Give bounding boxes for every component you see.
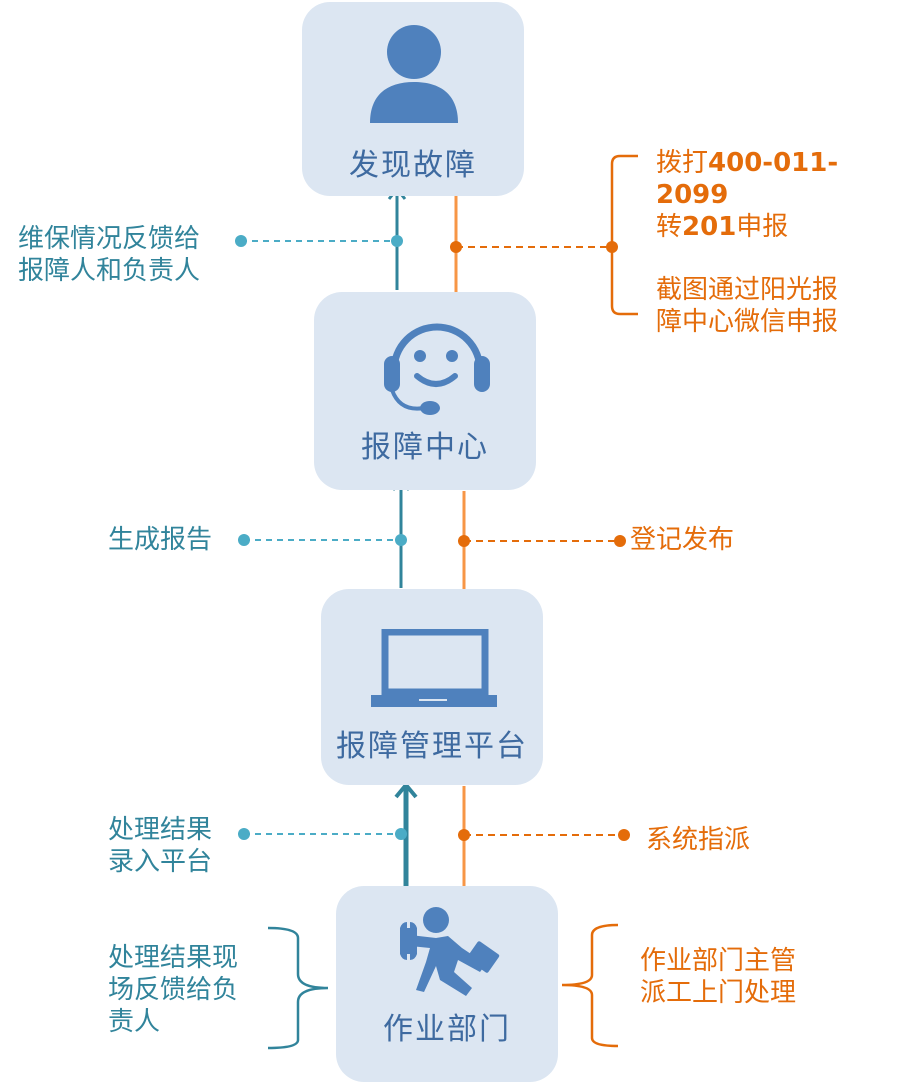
annotation-line: 登记发布 [630, 525, 735, 555]
orange-bracket-report-methods [610, 154, 638, 316]
annotation-register-publish: 登记发布 [630, 524, 734, 556]
annotation-line: 障中心微信申报 [656, 307, 839, 337]
orange-connector-3 [458, 829, 630, 841]
teal-brace-feedback [267, 926, 329, 1050]
annotation-record-result: 处理结果 录入平台 [108, 814, 212, 878]
annotation-line: 场反馈给负 [108, 975, 239, 1005]
annotation-generate-report: 生成报告 [108, 524, 212, 556]
annotation-line: 责人 [108, 1007, 161, 1037]
laptop-icon [371, 629, 497, 707]
annotation-line: 派工上门处理 [640, 978, 797, 1008]
text-suffix: 申报 [736, 212, 789, 242]
annotation-line: 维保情况反馈给 [18, 224, 201, 254]
node-label: 作业部门 [383, 1012, 511, 1047]
annotation-supervisor-dispatch: 作业部门主管 派工上门处理 [640, 945, 796, 1009]
teal-connector-1 [235, 235, 403, 247]
node-label: 发现故障 [349, 148, 477, 183]
text-prefix: 转 [656, 212, 683, 242]
annotation-line: 转201申报 [656, 211, 902, 243]
repair-worker-icon [400, 907, 500, 996]
node-label: 报障中心 [361, 430, 489, 465]
orange-connector-1 [450, 241, 618, 253]
node-label: 报障管理平台 [336, 729, 528, 764]
annotation-system-dispatch: 系统指派 [646, 824, 750, 856]
annotation-phone-report: 拨打400-011-2099 转201申报 [656, 147, 902, 243]
annotation-wechat-report: 截图通过阳光报 障中心微信申报 [656, 274, 838, 338]
headset-smiley-icon [384, 323, 490, 415]
annotation-line: 处理结果 [108, 815, 213, 845]
node-report-center: 报障中心 [314, 292, 536, 490]
text-prefix: 拨打 [656, 148, 709, 178]
orange-connector-2 [458, 535, 626, 547]
phone-number: 400-011-2099 [656, 148, 839, 210]
annotation-onsite-feedback: 处理结果现 场反馈给负 责人 [108, 942, 238, 1038]
extension-number: 201 [682, 212, 737, 242]
annotation-line: 生成报告 [108, 525, 213, 555]
annotation-line: 作业部门主管 [640, 946, 797, 976]
annotation-line: 系统指派 [646, 825, 751, 855]
node-discover-fault: 发现故障 [302, 2, 524, 196]
annotation-maintenance-feedback: 维保情况反馈给 报障人和负责人 [18, 223, 200, 287]
annotation-line: 录入平台 [108, 847, 213, 877]
person-icon [370, 25, 458, 123]
node-operations-department: 作业部门 [336, 886, 558, 1082]
annotation-line: 处理结果现 [108, 943, 239, 973]
annotation-line: 拨打400-011-2099 [656, 147, 902, 211]
teal-connector-2 [238, 534, 407, 546]
orange-brace-supervisor [561, 923, 619, 1048]
node-management-platform: 报障管理平台 [321, 589, 543, 785]
annotation-line: 报障人和负责人 [18, 256, 201, 286]
teal-connector-3 [238, 828, 407, 840]
annotation-line: 截图通过阳光报 [656, 275, 839, 305]
